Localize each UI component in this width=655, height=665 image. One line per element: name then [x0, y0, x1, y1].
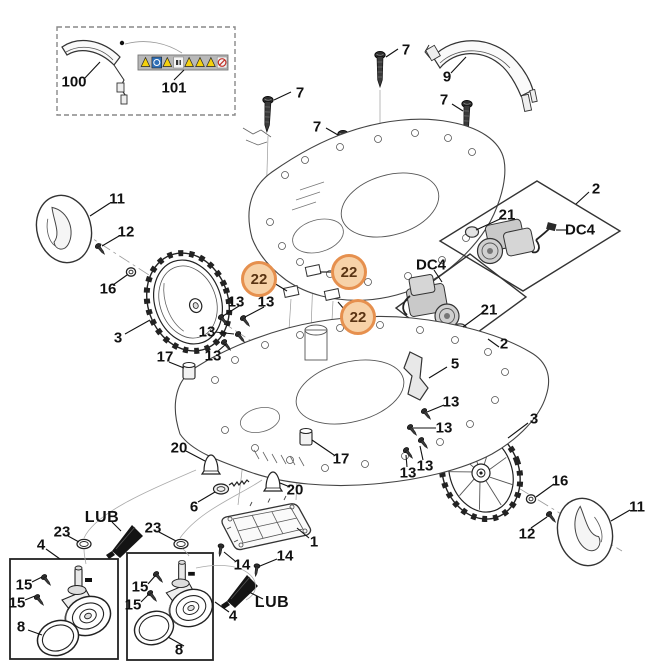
drive-unit-right: [438, 180, 622, 292]
callout-21: 21: [480, 301, 498, 319]
upper-housing: [242, 118, 506, 301]
cap-21: [464, 226, 480, 238]
cap-17: [182, 361, 196, 380]
caster-box-left: [9, 558, 119, 663]
callout-2: 2: [499, 335, 509, 353]
callout-3: 3: [113, 329, 123, 347]
dc4-connector: [546, 222, 557, 232]
callout-13: 13: [204, 347, 222, 365]
bracket-5: [403, 351, 429, 401]
callout-100: 100: [61, 73, 87, 91]
callout-12: 12: [518, 525, 536, 543]
callout-dc4: DC4: [415, 256, 447, 274]
callout-1: 1: [309, 533, 319, 551]
screw-14: [252, 563, 261, 578]
callout-8: 8: [16, 618, 26, 636]
callout-13: 13: [435, 419, 453, 437]
lower-housing: [174, 315, 550, 487]
callout-16: 16: [99, 280, 117, 298]
cap-17: [299, 427, 313, 446]
callout-16: 16: [551, 472, 569, 490]
callout-14: 14: [233, 556, 251, 574]
callout-5: 5: [450, 355, 460, 373]
screw-14: [216, 543, 225, 558]
callout-17: 17: [332, 450, 350, 468]
caster-box-right: [126, 552, 219, 661]
leader-lines: [24, 48, 631, 647]
wheel-cover-11: [556, 497, 614, 567]
callout-4: 4: [228, 607, 238, 625]
callout-dc4: DC4: [564, 221, 596, 239]
callout-15: 15: [131, 578, 149, 596]
red-prohibition-icon: [216, 56, 228, 69]
highlight-callout-22-c[interactable]: 22: [340, 299, 376, 335]
callout-lub: LUB: [84, 509, 120, 526]
callout-6: 6: [189, 498, 199, 516]
lubricant-tube: [105, 524, 144, 560]
screw-15: [32, 593, 47, 608]
manual-panel-icon: [173, 56, 184, 69]
callout-11: 11: [109, 190, 125, 208]
warning-triangle-icon: [140, 56, 216, 67]
left-wheel-assembly: [35, 194, 233, 354]
callout-12: 12: [117, 223, 135, 241]
washer-16: [125, 267, 137, 277]
o-ring-23: [76, 538, 92, 550]
lubricant-tube: [220, 574, 259, 610]
callout-13: 13: [198, 323, 216, 341]
sensor-pads-22: [282, 264, 341, 301]
callout-4: 4: [36, 536, 46, 554]
callout-14: 14: [276, 547, 294, 565]
callout-7: 7: [439, 91, 449, 109]
handle-part-9: [424, 40, 538, 112]
callout-2: 2: [591, 180, 601, 198]
callout-9: 9: [442, 68, 452, 86]
callout-15: 15: [15, 576, 33, 594]
callout-lub: LUB: [254, 594, 290, 611]
callout-11: 11: [629, 498, 645, 516]
washer-16: [525, 494, 537, 504]
screw-15: [39, 573, 54, 588]
callout-13: 13: [399, 464, 417, 482]
callout-20: 20: [286, 481, 304, 499]
callout-23: 23: [144, 519, 162, 537]
callout-20: 20: [170, 439, 188, 457]
underside-parts: [76, 454, 312, 610]
connector-curves: [83, 469, 263, 601]
drive-wheel-3: [143, 250, 233, 354]
inset-assembly: [56, 26, 236, 116]
callout-13: 13: [227, 293, 245, 311]
blue-mandatory-icon: [151, 56, 162, 69]
highlight-callout-22-b[interactable]: 22: [331, 254, 367, 290]
highlight-callout-22-a[interactable]: 22: [241, 261, 277, 297]
callout-7: 7: [401, 41, 411, 59]
callout-15: 15: [8, 594, 26, 612]
gear-motor: [476, 218, 557, 265]
sticker-position-dot: [119, 40, 125, 46]
warning-sticker-101: [137, 54, 229, 71]
bottom-plate-1: [221, 495, 312, 551]
callout-13: 13: [416, 457, 434, 475]
callout-15: 15: [124, 596, 142, 614]
right-wheel-assembly: [438, 423, 614, 567]
callout-8: 8: [174, 641, 184, 659]
callout-3: 3: [529, 410, 539, 428]
callout-17: 17: [156, 348, 174, 366]
callout-13: 13: [442, 393, 460, 411]
callout-7: 7: [312, 118, 322, 136]
callout-7: 7: [295, 84, 305, 102]
callout-13: 13: [257, 293, 275, 311]
callout-23: 23: [53, 523, 71, 541]
inset-box: [56, 26, 236, 116]
callout-101: 101: [161, 79, 187, 97]
disc-spring-6: [212, 479, 250, 495]
wheel-cover-11: [35, 194, 93, 264]
bumper-part-100: [61, 40, 128, 105]
callout-21: 21: [498, 206, 516, 224]
